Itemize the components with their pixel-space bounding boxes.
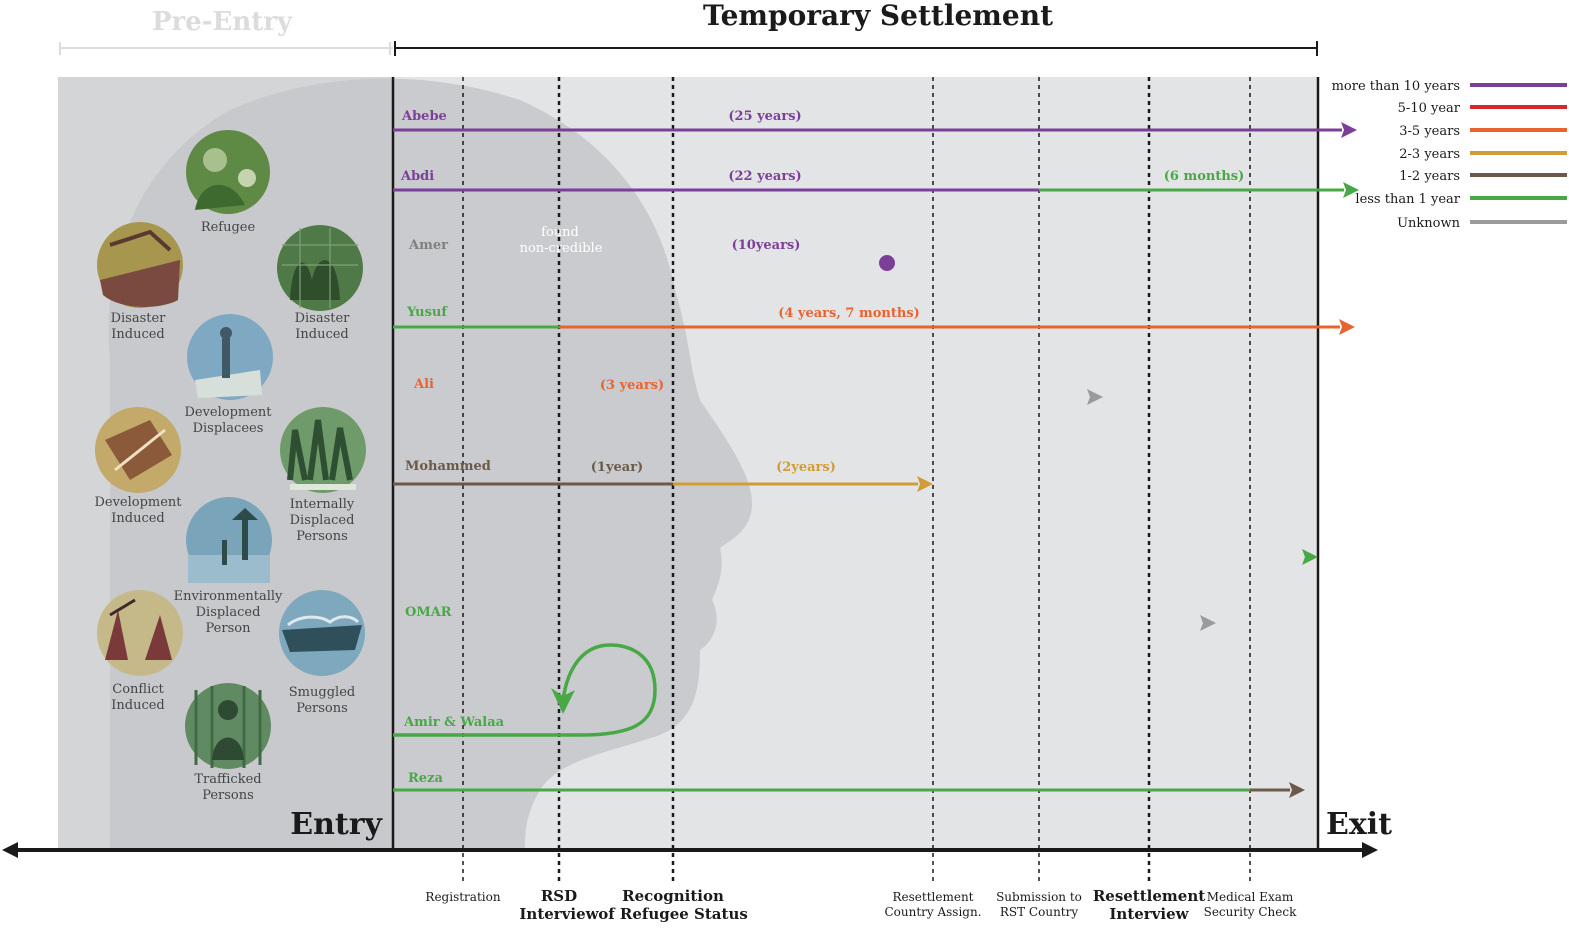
axis-arrow-right xyxy=(1362,842,1378,858)
milestone-rsd-line1: RSD xyxy=(541,887,577,905)
pre-entry-title: Pre-Entry xyxy=(152,7,293,37)
category-disaster-induced-left-line1: Disaster xyxy=(111,311,167,326)
category-disaster-induced-left-line2: Induced xyxy=(111,327,165,342)
category-development-induced: Development Induced xyxy=(94,407,182,526)
milestone-resettlement-country-line2: Country Assign. xyxy=(884,905,981,919)
milestone-lines xyxy=(462,77,1251,882)
legend-label-3: 2-3 years xyxy=(1399,147,1460,162)
amer-end-dot xyxy=(879,255,895,271)
omar-arrow xyxy=(1200,615,1216,631)
category-smuggled-persons-line1: Smuggled xyxy=(289,685,355,700)
abdi-arrow xyxy=(1343,182,1359,198)
category-disaster-induced-right-line2: Induced xyxy=(295,327,349,342)
category-smuggled-persons-line2: Persons xyxy=(296,701,348,716)
category-idp-line3: Persons xyxy=(296,529,348,544)
amer-note-line2: non-credible xyxy=(520,241,603,256)
entry-label: Entry xyxy=(290,807,383,842)
milestone-medical-line1: Medical Exam xyxy=(1207,890,1294,904)
category-environmentally-displaced-line1: Environmentally xyxy=(174,589,283,604)
journey-labels: Abebe (25 years) Abdi (22 years) (6 mont… xyxy=(400,109,1244,786)
milestone-rsd-line2: Interview xyxy=(519,905,599,923)
abebe-duration: (25 years) xyxy=(728,109,801,124)
category-circles: Refugee Disaster Induced Disaster Induce… xyxy=(94,130,366,803)
category-trafficked-persons: Trafficked Persons xyxy=(185,683,271,803)
legend: more than 10 years 5-10 year 3-5 years 2… xyxy=(1332,79,1567,231)
category-trafficked-persons-line1: Trafficked xyxy=(194,772,261,787)
category-conflict-induced: Conflict Induced xyxy=(97,590,183,713)
milestone-medical-line2: Security Check xyxy=(1204,905,1297,919)
category-development-displacees: Development Displacees xyxy=(184,314,273,436)
category-idp-line1: Internally xyxy=(290,497,355,512)
milestone-labels: Registration RSD Interview Recognition o… xyxy=(425,887,1297,923)
exit-label: Exit xyxy=(1326,807,1392,842)
legend-label-4: 1-2 years xyxy=(1399,169,1460,184)
yusuf-name: Yusuf xyxy=(406,305,448,320)
mohammed-name: Mohammed xyxy=(405,459,491,474)
legend-label-1: 5-10 year xyxy=(1398,101,1461,116)
reza-arrow xyxy=(1289,782,1305,798)
category-conflict-induced-line1: Conflict xyxy=(112,682,164,697)
temporary-settlement-title: Temporary Settlement xyxy=(703,0,1053,32)
mohammed-duration-1: (1year) xyxy=(591,460,643,475)
category-refugee-label: Refugee xyxy=(201,220,256,235)
abebe-arrow xyxy=(1341,122,1357,138)
omar-name: OMAR xyxy=(405,605,452,620)
ali-duration: (3 years) xyxy=(600,378,664,393)
milestone-recognition-line2: of Refugee Status xyxy=(598,905,748,923)
milestone-submission-line1: Submission to xyxy=(996,890,1082,904)
category-idp-line2: Displaced xyxy=(290,513,355,528)
milestone-recognition-line1: Recognition xyxy=(622,887,724,905)
category-idp: Internally Displaced Persons xyxy=(280,407,366,544)
abdi-duration-1: (22 years) xyxy=(728,169,801,184)
ali-name: Ali xyxy=(413,377,434,392)
category-trafficked-persons-line2: Persons xyxy=(202,788,254,803)
category-conflict-induced-line2: Induced xyxy=(111,698,165,713)
category-smuggled-persons: Smuggled Persons xyxy=(279,590,365,716)
milestone-resettlement-interview-line2: Interview xyxy=(1109,905,1189,923)
ali-arrow xyxy=(1087,389,1103,405)
legend-label-2: 3-5 years xyxy=(1399,124,1460,139)
abebe-name: Abebe xyxy=(401,109,447,124)
category-development-displacees-line2: Displacees xyxy=(193,421,264,436)
milestone-resettlement-country-line1: Resettlement xyxy=(892,890,973,904)
category-environmentally-displaced-line3: Person xyxy=(206,621,252,636)
milestone-resettlement-interview-line1: Resettlement xyxy=(1093,887,1205,905)
amer-note-line1: found xyxy=(541,225,579,240)
category-disaster-induced-left: Disaster Induced xyxy=(97,222,183,342)
reza-name: Reza xyxy=(408,771,443,786)
yusuf-duration: (4 years, 7 months) xyxy=(778,306,920,321)
mohammed-arrow xyxy=(917,476,933,492)
amir-walaa-loop xyxy=(393,643,657,737)
legend-label-6: Unknown xyxy=(1397,216,1461,231)
category-development-induced-line1: Development xyxy=(94,495,182,510)
amir-walaa-name: Amir & Walaa xyxy=(403,715,505,730)
category-refugee: Refugee xyxy=(186,130,270,235)
category-development-induced-line2: Induced xyxy=(111,511,165,526)
legend-label-0: more than 10 years xyxy=(1332,79,1460,94)
head-silhouette xyxy=(108,78,753,849)
amir-walaa-arrow xyxy=(551,688,575,714)
amer-duration: (10years) xyxy=(732,238,801,253)
axis-arrow-left xyxy=(2,842,18,858)
category-development-displacees-line1: Development xyxy=(184,405,272,420)
trafficked-persons-photo xyxy=(185,683,271,769)
abdi-duration-2: (6 months) xyxy=(1164,169,1245,184)
abdi-name: Abdi xyxy=(400,169,434,184)
category-environmentally-displaced-line2: Displaced xyxy=(196,605,261,620)
category-disaster-induced-right: Disaster Induced xyxy=(277,225,363,342)
category-environmentally-displaced: Environmentally Displaced Person xyxy=(174,497,283,636)
milestone-registration: Registration xyxy=(425,890,500,904)
milestone-submission-line2: RST Country xyxy=(1000,905,1078,919)
yusuf-arrow xyxy=(1339,319,1355,335)
category-disaster-induced-right-line1: Disaster xyxy=(295,311,351,326)
journeys xyxy=(393,122,1359,798)
amer-name: Amer xyxy=(408,238,448,253)
legend-label-5: less than 1 year xyxy=(1355,192,1460,207)
unnamed-arrow xyxy=(1302,549,1318,565)
mohammed-duration-2: (2years) xyxy=(776,460,836,475)
conflict-induced-photo xyxy=(97,590,183,676)
